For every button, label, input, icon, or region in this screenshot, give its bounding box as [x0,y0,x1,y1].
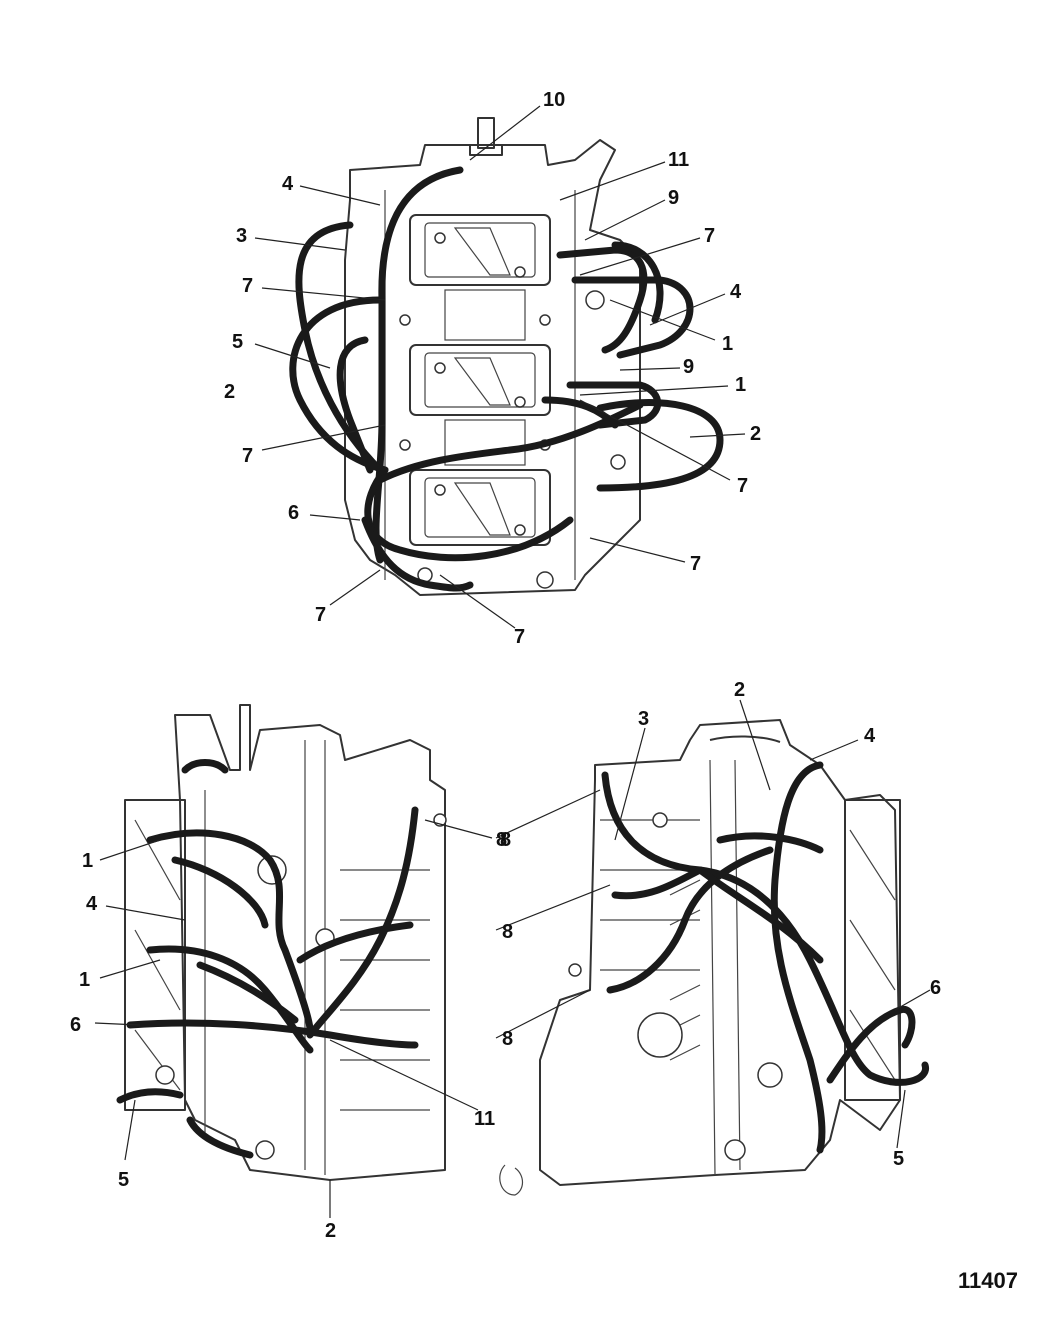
callout-label: 3 [638,708,649,730]
callout-label: 8 [500,829,511,851]
top-engine-view [289,117,724,596]
bottom-left-engine-view [116,704,524,1196]
intake-plate-2 [409,344,551,416]
callout-label: 5 [893,1148,904,1170]
callout-label: 7 [315,604,326,626]
callout-label: 8 [496,829,507,851]
engine-block-outline [344,139,641,596]
figure-number: 11407 [958,1268,1018,1293]
callout-label: 7 [704,225,715,247]
callout-label: 4 [730,281,742,303]
callout-label: 1 [82,850,93,872]
port-cover-plate [124,799,186,1111]
callout-label: 4 [864,725,876,747]
callout-label: 2 [750,423,761,445]
callout-label: 5 [118,1169,129,1191]
intake-plate-3 [409,469,551,546]
callout-label: 7 [737,475,748,497]
callout-label: 1 [735,374,746,396]
callout-label: 7 [690,553,701,575]
callout-label: 2 [734,679,745,701]
callout-label: 8 [502,1028,513,1050]
callout-label: 4 [86,893,98,915]
bottom-left-view-callouts: 8 1 4 1 6 11 5 2 [70,829,507,1242]
callout-label: 5 [232,331,243,353]
bottom-right-hoses [601,761,929,1154]
callout-label: 6 [930,977,941,999]
callout-label: 9 [668,187,679,209]
callout-label: 3 [236,225,247,247]
bottom-right-engine-view [539,719,929,1186]
leader-lines [94,105,931,1218]
callout-label: 8 [502,921,513,943]
callout-label: 7 [242,445,253,467]
bottom-right-view-callouts: 2 3 4 8 8 8 6 5 [500,679,941,1170]
callout-label: 10 [543,89,565,111]
callout-label: 11 [668,149,689,171]
callout-label: 7 [242,275,253,297]
top-view-callouts: 10 11 4 9 3 7 7 4 5 1 2 9 1 7 2 7 6 7 7 … [224,89,761,648]
callout-label: 9 [683,356,694,378]
callout-label: 7 [514,626,525,648]
callout-label: 1 [722,333,733,355]
callout-label: 2 [224,381,235,403]
intake-plate-1 [409,214,551,286]
callout-label: 6 [288,502,299,524]
callout-label: 1 [79,969,90,991]
bottom-left-hoses [116,759,419,1159]
callout-label: 11 [474,1108,495,1130]
callout-label: 6 [70,1014,81,1036]
callout-label: 2 [325,1220,336,1242]
callout-label: 4 [282,173,294,195]
starboard-cover-plate [844,799,901,1101]
